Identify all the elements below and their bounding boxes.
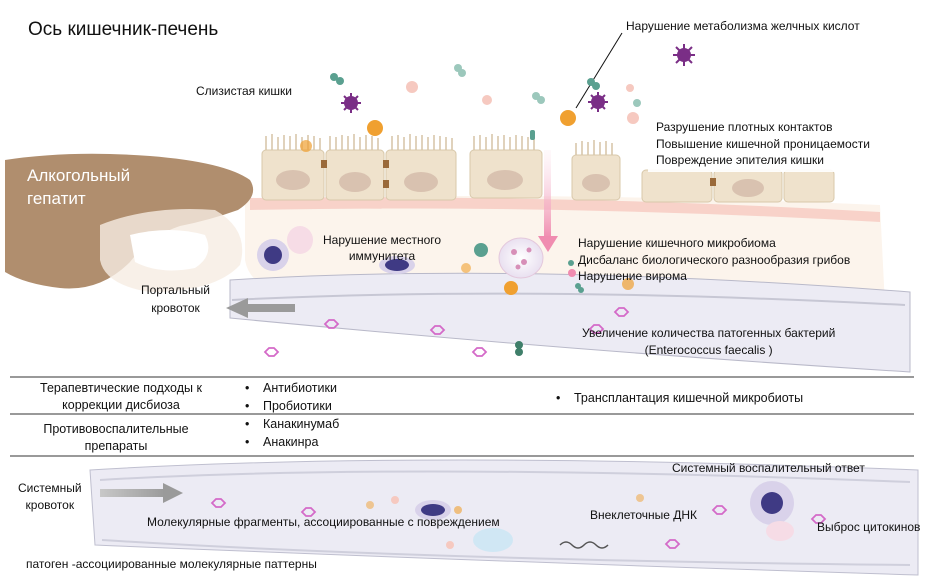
- diagram-title: Ось кишечник-печень: [28, 19, 219, 40]
- systemic-flow-line-1: Системный: [18, 481, 82, 495]
- portal-contents: [263, 307, 630, 357]
- pamp-label: патоген -ассоциированные молекулярные па…: [26, 557, 317, 571]
- portal-flow-line-1: Портальный: [141, 283, 210, 297]
- tight-junction-line-3: Повреждение эпителия кишки: [656, 153, 824, 167]
- therapy-row2-heading: Противовоспалительные препараты: [16, 421, 216, 455]
- immune-cells: [257, 226, 634, 295]
- tight-junction-line-1: Разрушение плотных контактов: [656, 120, 833, 134]
- therapy-item: Анакинра: [245, 434, 339, 452]
- microbiome-line-3: Нарушение вирома: [578, 269, 687, 283]
- mucosa-label: Слизистая кишки: [196, 84, 292, 98]
- tight-junction-line-2: Повышение кишечной проницаемости: [656, 136, 870, 151]
- permeability-arrow: [538, 150, 558, 252]
- tight-junction-panel: [648, 114, 892, 172]
- liver-label-line-2: гепатит: [27, 189, 86, 208]
- therapy-row1-heading: Терапевтические подходы к коррекции дисб…: [16, 380, 226, 414]
- portal-vessel-endothelium: [231, 292, 906, 306]
- liver-label-line-1: Алкогольный: [27, 166, 131, 185]
- systemic-flow-label: Системный кровоток: [18, 480, 82, 514]
- systemic-response-label: Системный воспалительный ответ: [672, 461, 865, 475]
- pathogen-label: Увеличение количества патогенных бактери…: [582, 325, 835, 359]
- portal-flow-label: Портальный кровоток: [141, 281, 210, 317]
- systemic-vessel: [89, 459, 919, 576]
- systemic-flow-line-2: кровоток: [25, 498, 75, 512]
- microbiome-line-1: Нарушение кишечного микробиома: [578, 236, 776, 250]
- therapy-item: Пробиотики: [245, 398, 337, 416]
- therapy-row1-items: Антибиотики Пробиотики: [245, 380, 337, 415]
- therapy-item: Канакинумаб: [245, 416, 339, 434]
- pathogen-line-1: Увеличение количества патогенных бактери…: [582, 326, 836, 340]
- microbiome-labels: Нарушение кишечного микробиома Дисбаланс…: [578, 235, 850, 285]
- liver-label: Алкогольный гепатит: [27, 164, 130, 210]
- therapy-item: Антибиотики: [245, 380, 337, 398]
- therapy-row1-heading-line-2: коррекции дисбиоза: [62, 398, 180, 412]
- microbiome-line-2: Дисбаланс биологического разнообразия гр…: [578, 252, 851, 267]
- systemic-flow-arrow: [100, 483, 183, 503]
- basement-membrane: [250, 197, 880, 222]
- cytokine-release-label: Выброс цитокинов: [817, 520, 921, 534]
- portal-bacteria: [515, 341, 523, 356]
- local-immunity-line-1: Нарушение местного: [323, 233, 442, 247]
- therapy-row2-heading-line-2: препараты: [84, 439, 148, 453]
- therapy-row2-heading-line-1: Противовоспалительные: [43, 422, 189, 436]
- therapy-row2-items: Канакинумаб Анакинра: [245, 416, 339, 451]
- damp-label: Молекулярные фрагменты, ассоциированные …: [147, 515, 500, 529]
- systemic-contents: [210, 481, 827, 552]
- therapy-row1-heading-line-1: Терапевтические подходы к: [40, 381, 202, 395]
- pathogen-line-2: (Enterococcus faecalis ): [644, 343, 773, 357]
- therapy-item: Трансплантация кишечной микробиоты: [556, 390, 803, 408]
- portal-flow-arrow: [226, 298, 295, 318]
- bile-acid-label: Нарушение метаболизма желчных кислот: [626, 19, 860, 33]
- luminal-microbes: [300, 44, 695, 152]
- portal-flow-line-2: кровоток: [151, 301, 200, 315]
- tight-junction-labels: Разрушение плотных контактов Повышение к…: [656, 119, 870, 169]
- local-immunity-label: Нарушение местного иммунитета: [323, 232, 441, 264]
- therapy-row1-right: Трансплантация кишечной микробиоты: [556, 390, 803, 408]
- bile-acid-pointer: [575, 32, 623, 109]
- extracellular-dna-label: Внеклеточные ДНК: [590, 508, 698, 522]
- epithelial-layer: [261, 134, 835, 203]
- local-immunity-line-2: иммунитета: [348, 249, 416, 263]
